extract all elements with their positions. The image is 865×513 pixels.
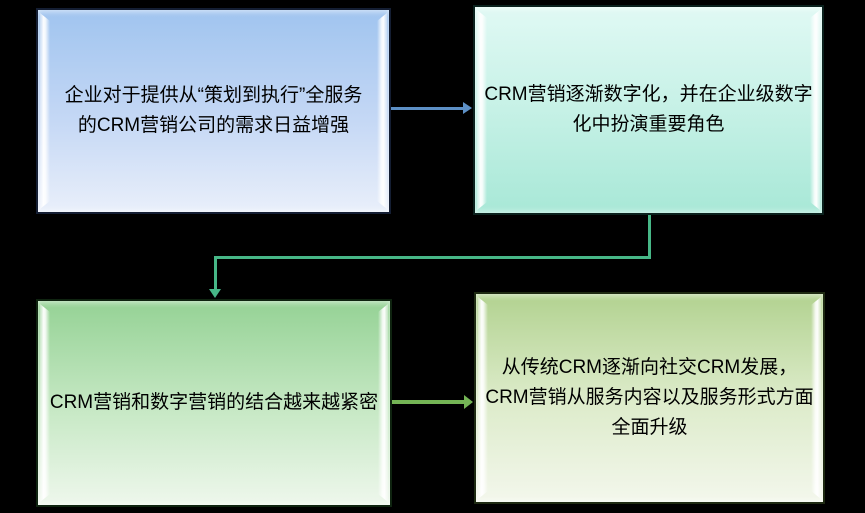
connector-segment-horizontal	[214, 256, 651, 259]
flow-box-upgrade-line-1: 从传统CRM逐渐向社交CRM发展，	[501, 357, 798, 378]
flow-box-upgrade-line-3: 全面升级	[611, 417, 688, 438]
flow-box-upgrade: 从传统CRM逐渐向社交CRM发展， CRM营销从服务内容以及服务形式方面 全面升…	[474, 292, 825, 504]
flow-box-digital-line-1: CRM营销逐渐数字化，并在企业级数字	[484, 84, 813, 105]
flow-box-upgrade-line-2: CRM营销从服务内容以及服务形式方面	[485, 387, 814, 408]
connector-shaft	[392, 400, 464, 404]
flow-box-digital: CRM营销逐渐数字化，并在企业级数字 化中扮演重要角色	[473, 5, 824, 215]
connector-segment-vertical	[214, 256, 217, 290]
connector-shaft	[391, 107, 463, 110]
flow-box-demand-line-2: 的CRM营销公司的需求日益增强	[77, 115, 350, 136]
arrowhead-right-icon	[463, 102, 472, 114]
arrowhead-right-icon	[464, 395, 473, 409]
arrowhead-down-icon	[209, 289, 221, 298]
flow-box-demand: 企业对于提供从“策划到执行”全服务 的CRM营销公司的需求日益增强	[36, 8, 391, 214]
connector-segment-vertical	[648, 215, 651, 259]
flow-box-combine: CRM营销和数字营销的结合越来越紧密	[36, 299, 392, 507]
flow-box-combine-line-1: CRM营销和数字营销的结合越来越紧密	[49, 392, 379, 413]
flow-box-demand-line-1: 企业对于提供从“策划到执行”全服务	[64, 85, 363, 106]
flow-box-digital-line-2: 化中扮演重要角色	[572, 114, 725, 135]
